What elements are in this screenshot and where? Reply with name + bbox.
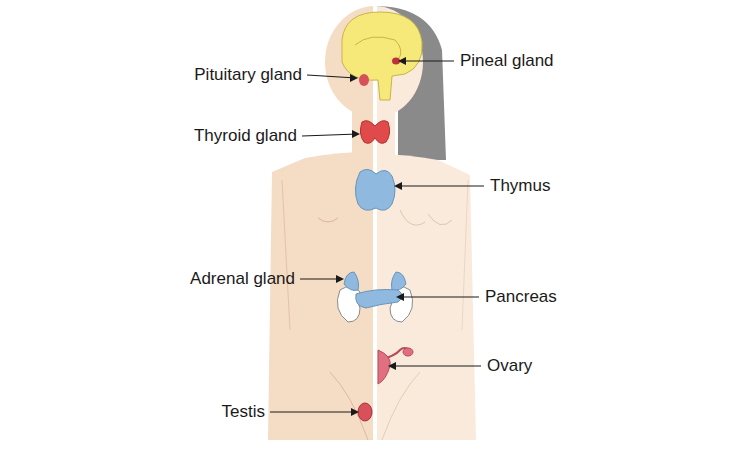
part-label: Pineal gland [460,51,554,71]
ovary [403,348,413,356]
leader-arrowheads [336,57,406,416]
brain [342,12,422,100]
thyroid-gland [360,121,389,144]
part-label: Thymus [490,176,550,196]
leader-lines [270,61,484,412]
part-label: Adrenal gland [190,269,295,289]
uterus [378,350,390,384]
adrenal-gland [344,272,359,290]
part-label: Thyroid gland [194,126,297,146]
adrenal-gland [392,272,407,290]
kidney [337,286,360,322]
part-label: Pancreas [485,287,557,307]
testis [358,403,372,421]
thymus [355,169,395,210]
female-body [375,6,476,440]
pancreas [356,290,402,309]
pituitary-gland [359,74,369,86]
part-label: Ovary [487,356,532,376]
part-label: Testis [222,402,265,422]
part-label: Pituitary gland [194,65,302,85]
